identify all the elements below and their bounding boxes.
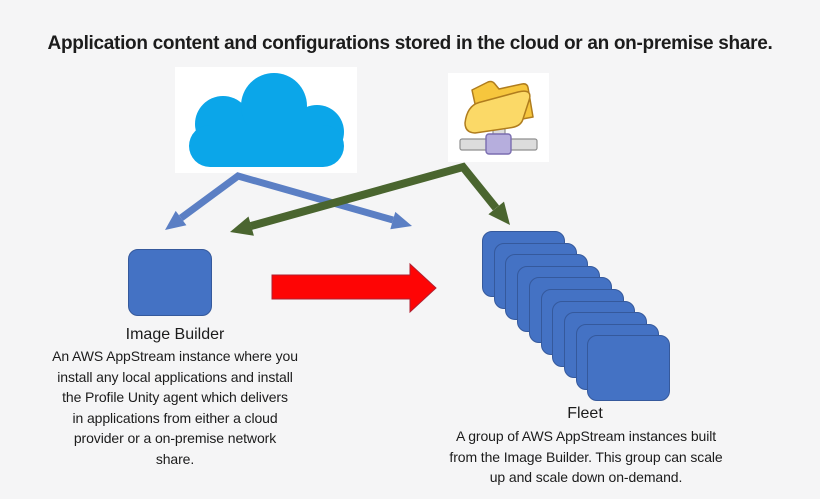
fleet-description: A group of AWS AppStream instances built…	[449, 428, 723, 485]
cloud-plate	[175, 67, 357, 173]
fleet-stack	[482, 231, 672, 403]
fleet-instance	[587, 335, 671, 402]
red-flow-arrow	[271, 262, 437, 314]
blue-bent-arrow	[165, 172, 412, 230]
network-folder-icon	[459, 80, 538, 155]
page-title: Application content and configurations s…	[47, 33, 773, 54]
image-builder-label: Image Builder	[125, 326, 225, 343]
image-builder-box	[128, 249, 212, 316]
network-folder-plate	[448, 73, 549, 162]
cloud-icon	[189, 73, 344, 167]
image-builder-description: An AWS AppStream instance where you inst…	[52, 348, 298, 467]
green-bent-arrow	[230, 162, 510, 236]
fleet-label: Fleet	[567, 405, 603, 422]
